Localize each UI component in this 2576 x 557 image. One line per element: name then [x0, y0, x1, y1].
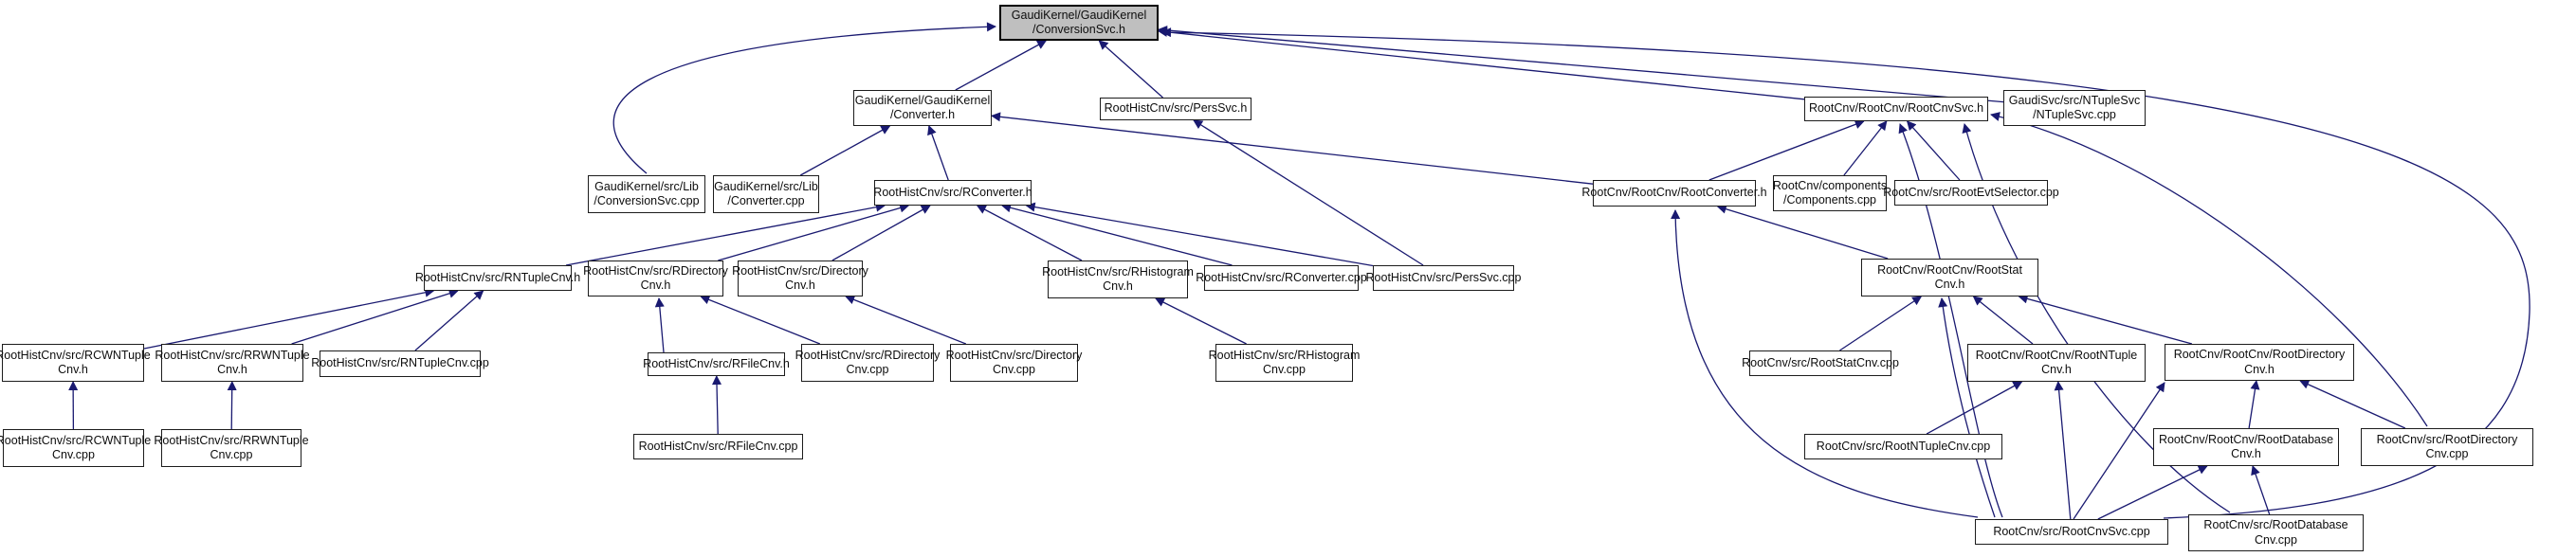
dependency-edge-n35-to-n4: [1898, 123, 2003, 518]
dependency-edge-n24-to-n14: [845, 295, 967, 345]
graph-node-gaudikernel-gaudikernel-conversionsvc-h[interactable]: GaudiKernel/GaudiKernel/ConversionSvc.h: [999, 5, 1159, 41]
dependency-edge-n25-to-n15: [1155, 297, 1247, 345]
dependency-edge-n36-to-n33: [2251, 465, 2271, 515]
dependency-edge-n22-to-n13: [654, 297, 665, 353]
graph-node-rootcnv-src-rootntuplecnv-cpp[interactable]: RootCnv/src/RootNTupleCnv.cpp: [1804, 434, 2002, 459]
graph-node-gaudikernel-src-lib-conversionsvc-cpp[interactable]: GaudiKernel/src/Lib/ConversionSvc.cpp: [588, 175, 705, 213]
dependency-edge-n18-to-n9: [1716, 204, 1889, 260]
dependency-edge-n12-to-n8: [565, 202, 886, 266]
graph-node-roothistcnv-src-rntuplecnv-h[interactable]: RootHistCnv/src/RNTupleCnv.h: [415, 265, 580, 291]
dependency-edge-n4-to-n1: [1158, 27, 1805, 100]
graph-node-gaudikernel-gaudikernel-converter-h[interactable]: GaudiKernel/GaudiKernel/Converter.h: [853, 90, 992, 126]
dependency-edge-n15-to-n8: [976, 205, 1083, 261]
dependency-edge-n10-to-n4: [1843, 120, 1888, 176]
dependency-edge-n34-to-n4: [1990, 112, 2428, 427]
dependency-edge-n35-to-n1: [1161, 27, 2530, 519]
dependency-edge-n31-to-n22: [712, 375, 722, 435]
dependency-edge-n14-to-n8: [831, 205, 931, 261]
dependency-edge-n32-to-n27: [1926, 381, 2023, 435]
dependency-edge-n35-to-n18: [1938, 297, 1996, 518]
dependency-edge-n11-to-n4: [1906, 120, 1961, 181]
dependency-edge-n20-to-n12: [291, 288, 459, 345]
dependency-edge-n35-to-n33: [2097, 465, 2208, 520]
dependency-edge-n17-to-n8: [1025, 202, 1374, 267]
graph-node-rootcnv-src-rootcnvsvc-cpp[interactable]: RootCnv/src/RootCnvSvc.cpp: [1975, 519, 2168, 545]
dependency-edge-n2-to-n1: [955, 40, 1048, 91]
dependency-edge-n17-to-n3: [1193, 119, 1424, 266]
dependency-edge-n7-to-n2: [799, 125, 891, 176]
dependency-edge-n30-to-n20: [227, 381, 237, 430]
dependency-edge-n13-to-n8: [718, 203, 910, 261]
graph-node-roothistcnv-src-rfilecnv-cpp[interactable]: RootHistCnv/src/RFileCnv.cpp: [633, 434, 803, 459]
graph-node-gaudikernel-src-lib-converter-cpp[interactable]: GaudiKernel/src/Lib/Converter.cpp: [713, 175, 819, 213]
dependency-edge-n19-to-n12: [143, 287, 435, 350]
graph-node-rootcnv-components-components-cpp[interactable]: RootCnv/components/Components.cpp: [1773, 175, 1887, 211]
graph-node-roothistcnv-src-rfilecnv-h[interactable]: RootHistCnv/src/RFileCnv.h: [643, 352, 790, 376]
graph-node-roothistcnv-src-rconverter-cpp[interactable]: RootHistCnv/src/RConverter.cpp: [1196, 265, 1367, 291]
dependency-edge-n26-to-n18: [1839, 296, 1923, 351]
dependency-edge-n8-to-n2: [927, 125, 949, 181]
dependency-edge-n33-to-n28: [2248, 380, 2260, 429]
graph-node-gaudisvc-src-ntuplesvc-ntuplesvc-cpp[interactable]: GaudiSvc/src/NTupleSvc/NTupleSvc.cpp: [2003, 90, 2146, 126]
dependency-edge-n3-to-n1: [1098, 40, 1163, 99]
graph-node-rootcnv-src-rootstatcnv-cpp[interactable]: RootCnv/src/RootStatCnv.cpp: [1742, 350, 1899, 376]
dependency-edge-n34-to-n28: [2299, 380, 2406, 429]
graph-node-rootcnv-rootcnv-rootconverter-h[interactable]: RootCnv/RootCnv/RootConverter.h: [1581, 180, 1767, 207]
dependency-edge-n16-to-n8: [1001, 203, 1233, 266]
dependency-edge-n35-to-n27: [2054, 381, 2072, 520]
dependency-edge-n21-to-n12: [414, 290, 484, 351]
dependency-edge-n5-to-n1: [1158, 25, 2004, 103]
dependency-edge-n35-to-n9: [1671, 209, 1979, 518]
dependency-edge-n9-to-n2: [991, 112, 1594, 185]
dependency-edge-n28-to-n18: [2018, 294, 2193, 345]
dependency-edge-n6-to-n1: [612, 22, 996, 174]
dependency-edge-n35-to-n28: [2073, 382, 2165, 520]
graph-node-rootcnv-rootcnv-rootcnvsvc-h[interactable]: RootCnv/RootCnv/RootCnvSvc.h: [1804, 97, 1988, 121]
dependency-edge-n9-to-n4: [1708, 119, 1865, 181]
graph-node-roothistcnv-src-rconverter-h[interactable]: RootHistCnv/src/RConverter.h: [873, 180, 1032, 206]
graph-node-roothistcnv-src-perssvc-cpp[interactable]: RootHistCnv/src/PersSvc.cpp: [1366, 265, 1521, 291]
dependency-edge-n23-to-n13: [700, 295, 821, 345]
graph-node-rootcnv-src-rootevtselector-cpp[interactable]: RootCnv/src/RootEvtSelector.cpp: [1883, 180, 2059, 206]
graph-node-roothistcnv-src-rntuplecnv-cpp[interactable]: RootHistCnv/src/RNTupleCnv.cpp: [311, 350, 489, 377]
graph-node-roothistcnv-src-perssvc-h[interactable]: RootHistCnv/src/PersSvc.h: [1100, 98, 1251, 120]
dependency-edge-n27-to-n18: [1972, 296, 2034, 345]
